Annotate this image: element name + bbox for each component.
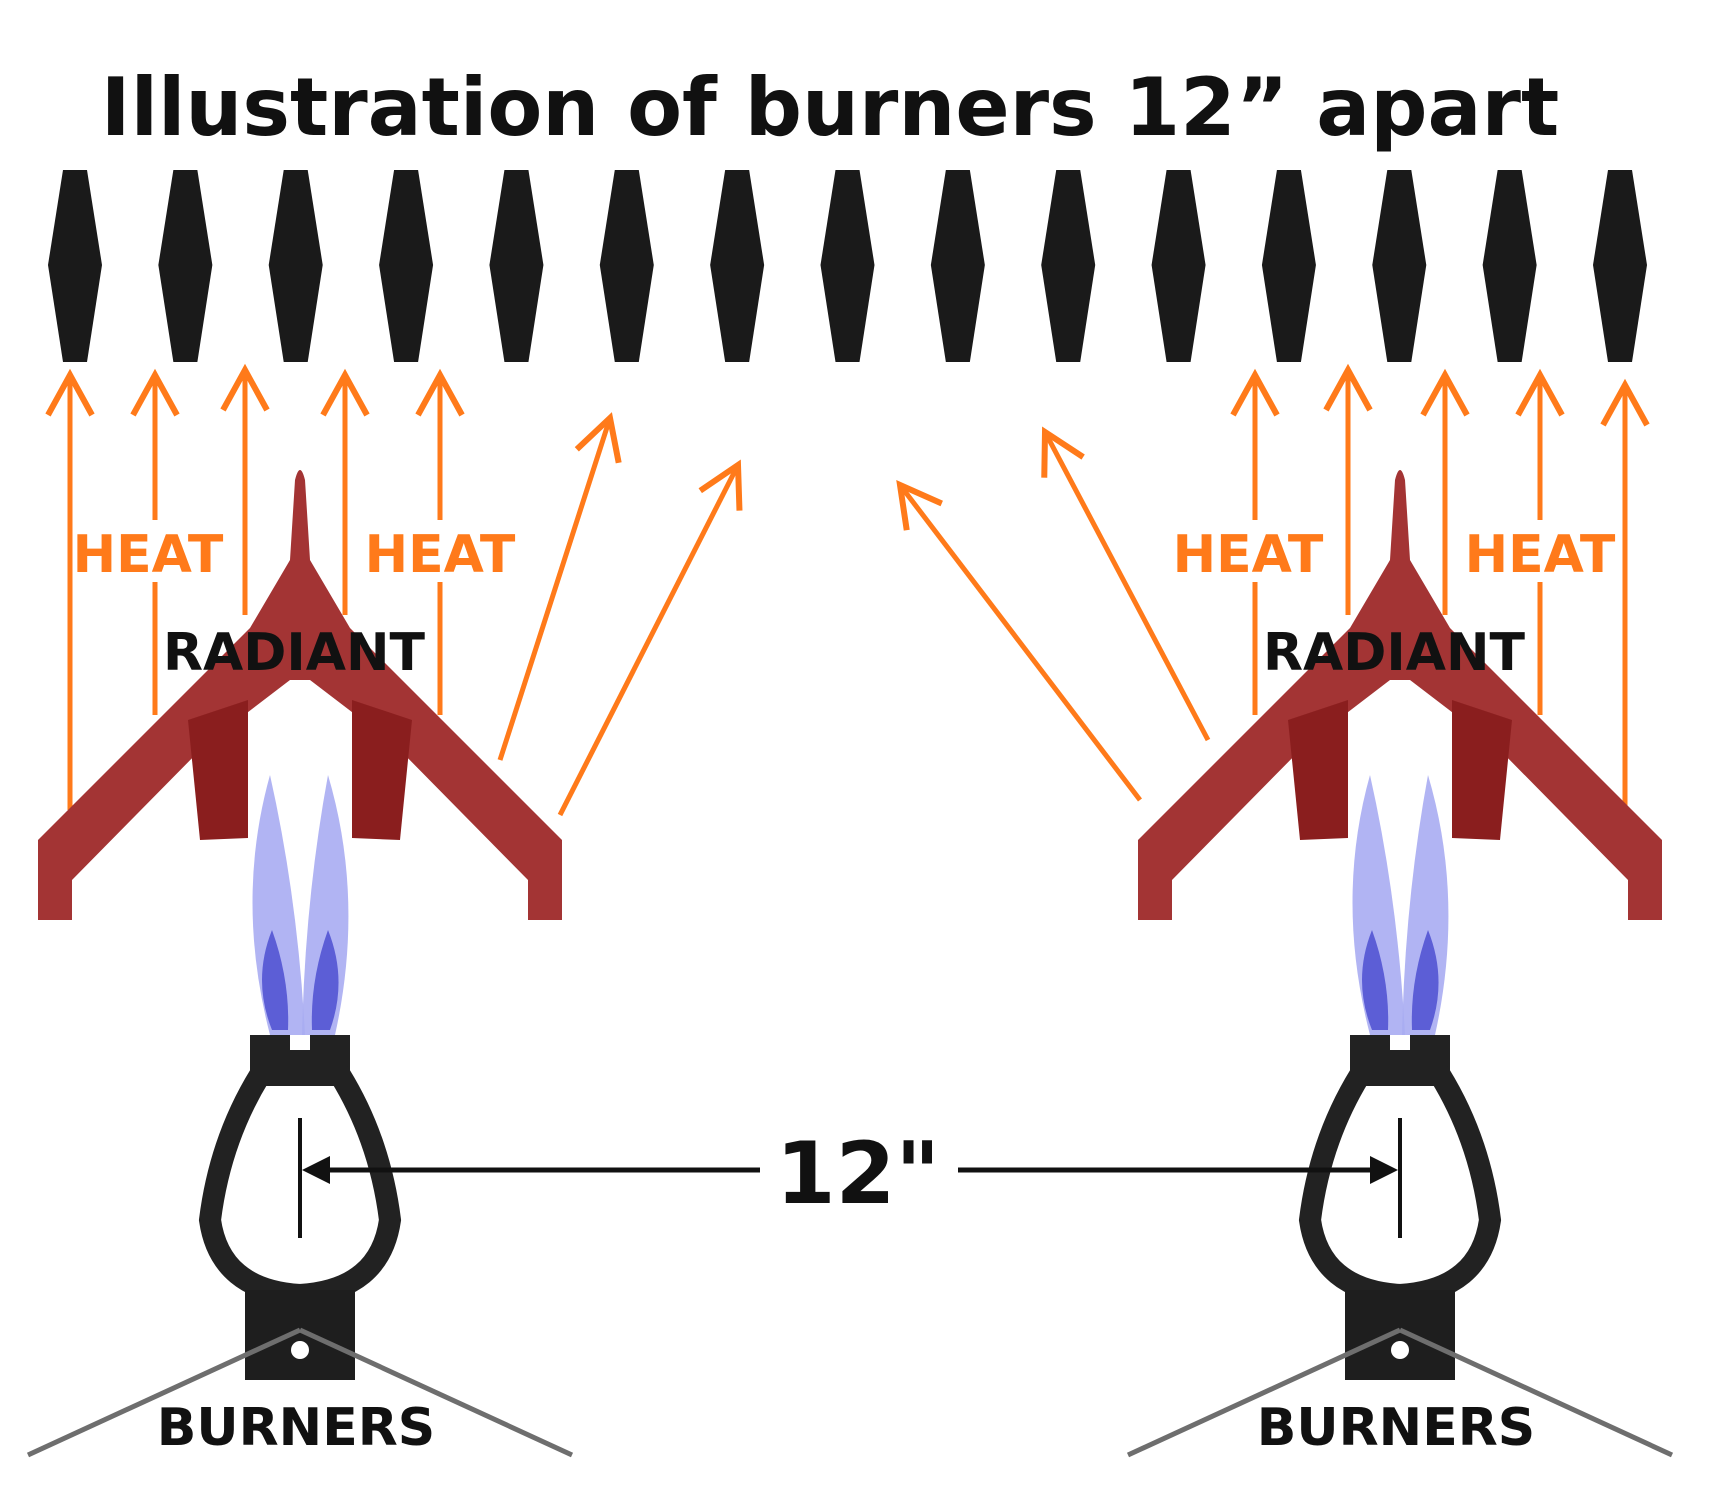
heat-arrow [557,463,741,817]
radiant-label-right: RADIANT [1263,623,1526,683]
mount-hole [1391,1341,1409,1359]
dimension-arrowhead-right [1370,1156,1398,1184]
heat-fin [1261,170,1316,362]
heat-fin [158,170,213,362]
heat-arrowhead [1230,368,1280,417]
heat-fin [599,170,654,362]
heat-arrowhead [220,363,270,412]
spacing-label: 12" [776,1124,940,1224]
flame-right [1352,775,1449,1035]
heat-arrowhead [1420,368,1470,417]
heat-fin [268,170,323,362]
heat-label-1: HEAT [73,525,224,585]
heat-arrowhead [320,368,370,417]
heat-fin [820,170,875,362]
heat-arrowhead [415,368,465,417]
burner-mount [1345,1290,1455,1380]
radiant-tube-right [352,700,412,840]
heat-arrowhead [1515,368,1565,417]
burner-left [26,1035,574,1458]
spacing-dimension: 12" [302,1124,1398,1224]
heat-fins-row [48,170,1647,362]
flame-left [252,775,349,1035]
heat-arrow [497,417,613,761]
heat-fin [379,170,434,362]
heat-fin [1482,170,1537,362]
heat-fin [930,170,985,362]
heat-arrowhead [130,368,180,417]
heat-arrowhead [698,459,743,511]
heat-arrowhead [1600,378,1650,427]
diagram-title: Illustration of burners 12” apart [101,61,1559,154]
heat-arrowhead [896,480,943,531]
heat-fin [1372,170,1427,362]
heat-arrowhead [1041,426,1085,478]
radiant-deflector-left [38,470,562,920]
flame-inner-b [311,930,339,1030]
heat-fin [48,170,102,362]
flame-inner-b [1411,930,1439,1030]
radiant-deflector-right [1138,470,1662,920]
dimension-arrowhead-left [302,1156,330,1184]
heat-arrow [1042,430,1211,742]
heat-fin [489,170,544,362]
heat-label-3: HEAT [1173,525,1324,585]
heat-label-4: HEAT [1465,525,1616,585]
support-wire-right [1398,1327,1674,1458]
heat-arrow [898,483,1142,802]
heat-labels: HEAT HEAT HEAT HEAT [73,520,1616,585]
flame-inner-a [262,930,289,1030]
support-wire-left [1126,1327,1402,1458]
heat-label-2: HEAT [365,525,516,585]
radiant-plate [1138,470,1662,920]
radiant-label-left: RADIANT [163,623,426,683]
burner-unit-right [1126,470,1674,1458]
burner-mount [245,1290,355,1380]
heat-arrowhead [1323,363,1373,412]
radiant-tube-left [1288,700,1348,840]
heat-fin [1593,170,1647,362]
burners-label-right: BURNERS [1257,1398,1535,1458]
heat-arrowhead [574,412,622,464]
support-wire-right [298,1327,574,1458]
heat-fin [710,170,765,362]
burner-unit-left [26,470,574,1458]
heat-arrowhead [45,368,95,417]
heat-fin [1151,170,1206,362]
radiant-plate [38,470,562,920]
flame-inner-a [1362,930,1389,1030]
burner-right [1126,1035,1674,1458]
radiant-tube-left [188,700,248,840]
support-wire-left [26,1327,302,1458]
mount-hole [291,1341,309,1359]
radiant-tube-right [1452,700,1512,840]
burners-label-left: BURNERS [157,1398,435,1458]
heat-fin [1041,170,1096,362]
